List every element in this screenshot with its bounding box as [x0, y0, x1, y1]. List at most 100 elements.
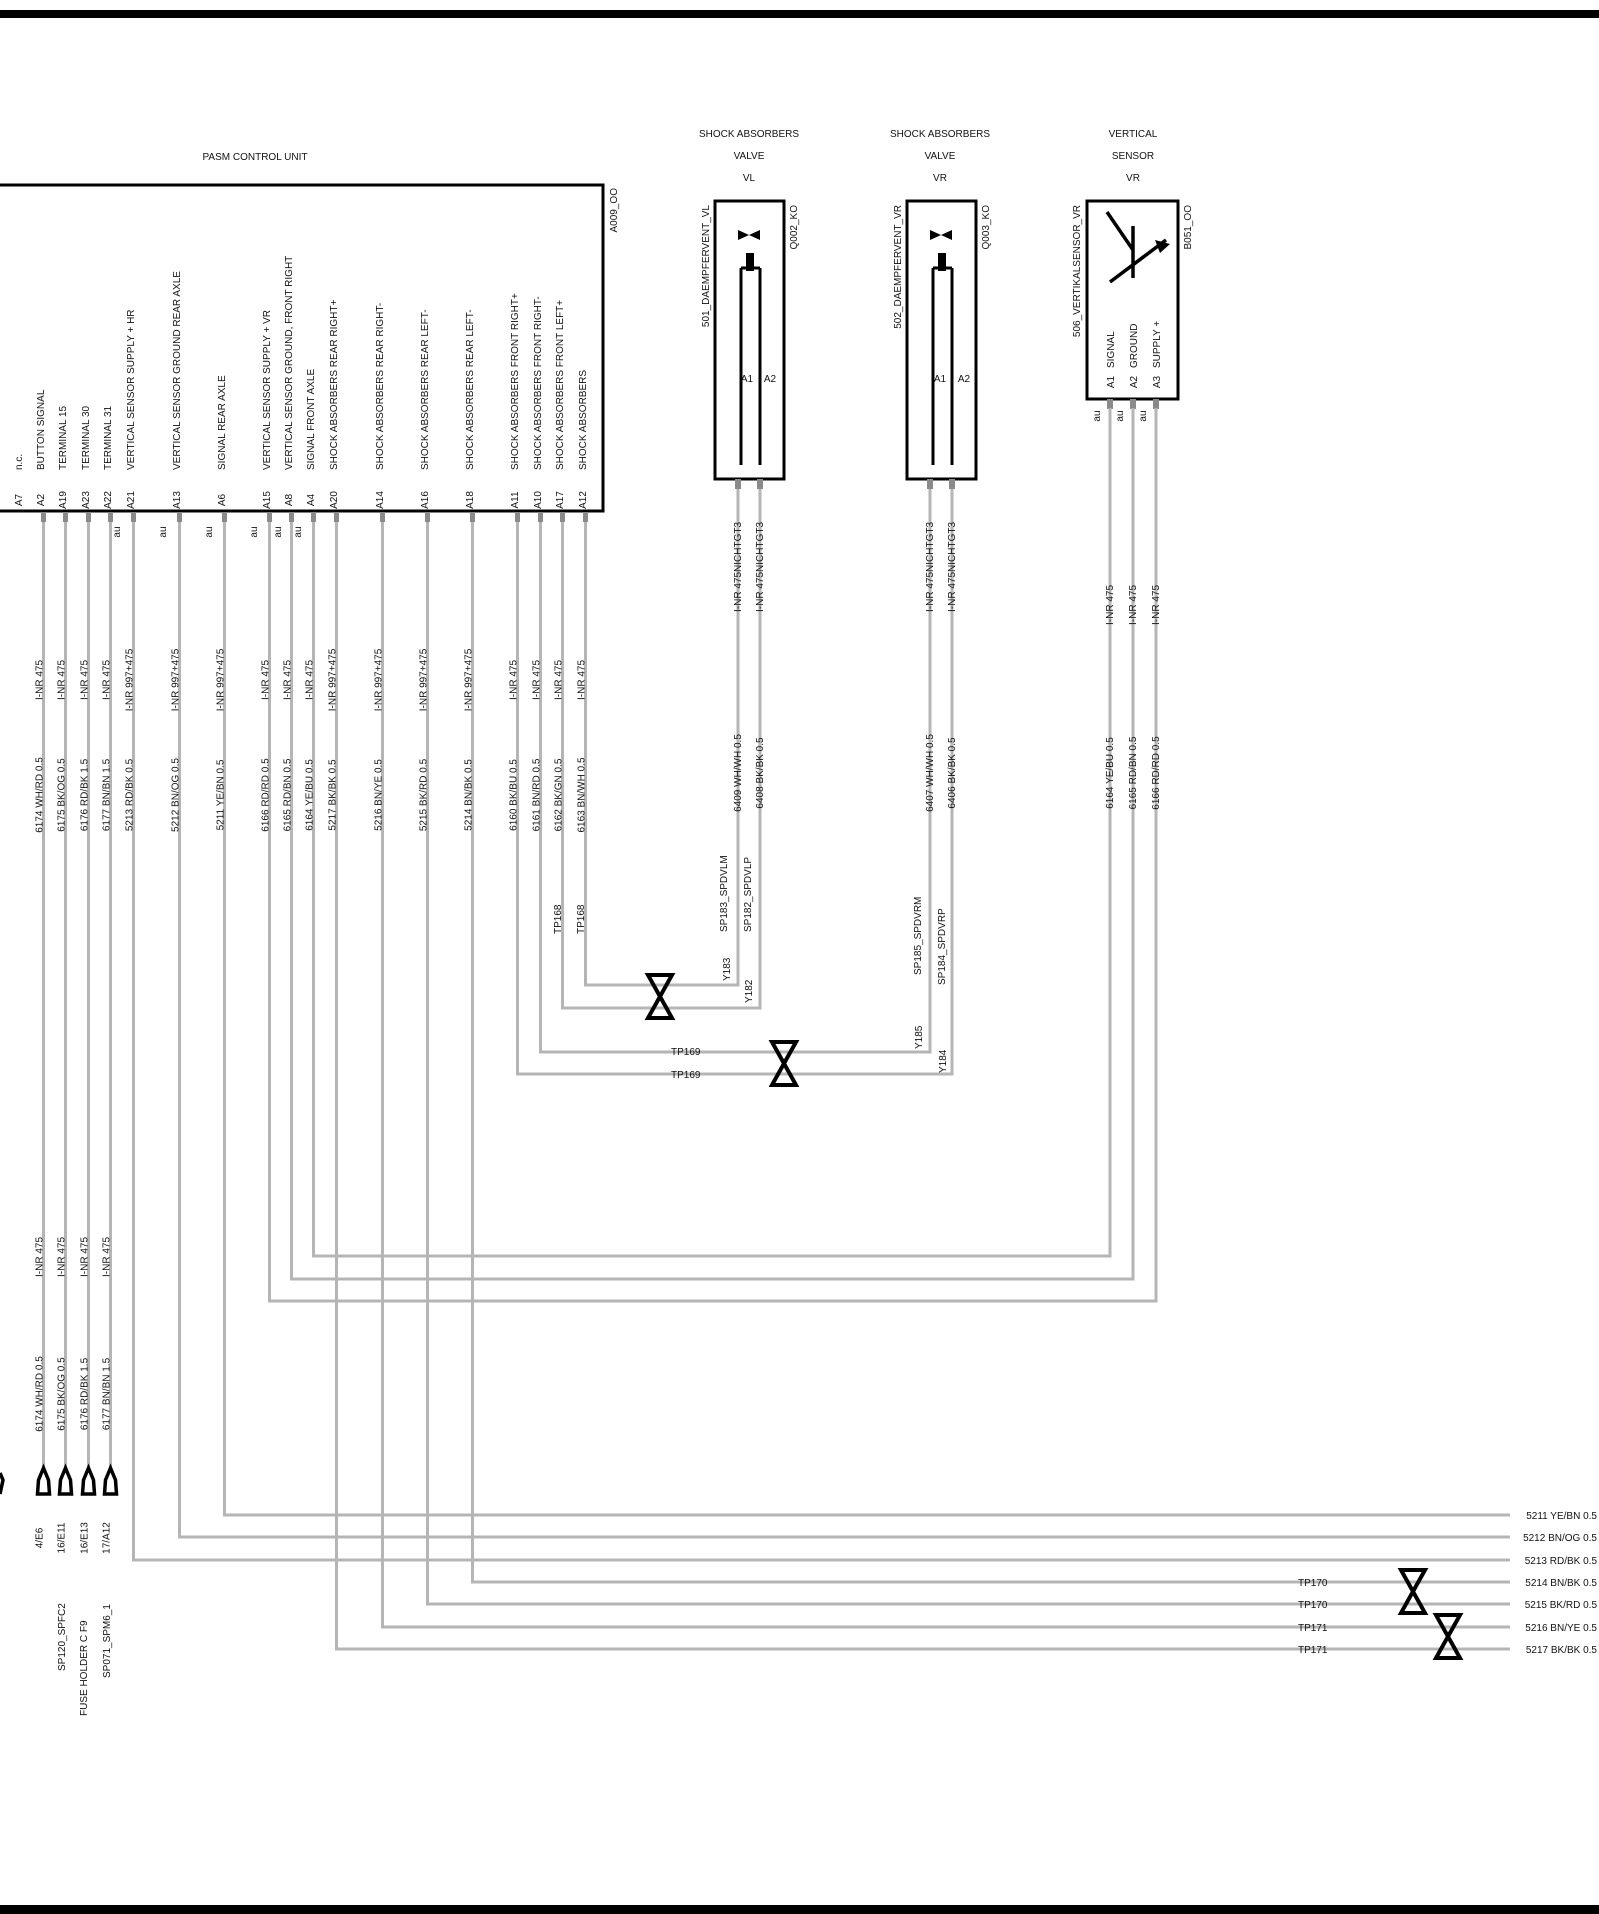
wire-5212: [178, 522, 1510, 1539]
sensor-title-3: VR: [1126, 173, 1140, 184]
pasm-pin-A8: A8: [284, 493, 295, 506]
wire-label-6160: 6160 BK/BU 0.5: [509, 759, 520, 831]
wire-label-5215: 5215 BK/RD 0.5: [419, 758, 430, 831]
lower-connector-names: SP120_SPFC2 FUSE HOLDER C F9 SP071_SPM6_…: [57, 1603, 113, 1716]
lower-inr-3: I-NR 475: [102, 1237, 113, 1277]
y184-label: Y184: [938, 1049, 949, 1073]
wire-6165: [290, 408, 1135, 1281]
pasm-control-unit: PASM CONTROL UNIT A009_OO A7n.c.A2BUTTON…: [0, 152, 620, 538]
valve-vr: SHOCK ABSORBERS VALVE VR 502_DAEMPFERVEN…: [890, 129, 992, 481]
pasm-pin-A4: A4: [306, 493, 317, 506]
wire-label-6164: 6164 YE/BU 0.5: [305, 759, 316, 831]
valve-vl-pin-a1: A1: [741, 374, 754, 385]
right-wire-label-2: 5213 RD/BK 0.5: [1525, 1556, 1598, 1567]
wire-label-6407: 6407 WH/WH 0.5: [925, 734, 936, 812]
valve-pin-terminal: [949, 479, 955, 489]
wire-inr-6164s: I-NR 475: [1105, 585, 1116, 625]
pasm-pin-terminal: [131, 512, 136, 522]
wire-inr-5212: I-NR 997+475: [171, 648, 182, 711]
pasm-pin-label-A8: VERTICAL SENSOR GROUND, FRONT RIGHT: [284, 256, 295, 470]
wire-6160: [516, 488, 954, 1076]
sensor-pin-label-A1: SIGNAL: [1106, 331, 1117, 368]
wire-5213: [132, 522, 1510, 1562]
tp168-label-a: TP168: [553, 904, 564, 934]
wire-label-6163: 6163 BN/WH 0.5: [577, 757, 588, 832]
wire-inr-6161: I-NR 475: [532, 660, 543, 700]
wire-inr-6174: I-NR 475: [35, 660, 46, 700]
wire-label-5212: 5212 BN/OG 0.5: [171, 758, 182, 832]
pasm-title: PASM CONTROL UNIT: [202, 152, 307, 163]
pasm-pin-terminal: [177, 512, 182, 522]
sensor-pin-label-A3: SUPPLY +: [1152, 321, 1163, 368]
wire-5214: [471, 522, 1510, 1584]
pasm-pin-label-A12: SHOCK ABSORBERS: [578, 370, 589, 470]
pasm-pin-A16: A16: [420, 491, 431, 509]
au-marker: au: [273, 526, 284, 537]
wire-5216: [381, 522, 1510, 1629]
valve-vr-pin-a1: A1: [934, 374, 947, 385]
sensor-pin-terminal: [1130, 399, 1136, 409]
bottom-border: [0, 1905, 1599, 1914]
splice-icon-rear-left: [1397, 1568, 1429, 1615]
sp071-label: SP071_SPM6_1: [102, 1604, 113, 1678]
wire-label-6166s: 6166 RD/RD 0.5: [1151, 736, 1162, 810]
valve-vl-title-1: SHOCK ABSORBERS: [699, 129, 799, 140]
wire-inr-6165s: I-NR 475: [1128, 585, 1139, 625]
connector-icon: [102, 1463, 119, 1496]
lower-ref-0: 4/E6: [35, 1527, 46, 1548]
pasm-pin-terminal: [425, 512, 430, 522]
valve-pin-terminal: [735, 479, 741, 489]
y183-label: Y183: [722, 957, 733, 981]
sensor-pin-terminal: [1107, 399, 1113, 409]
tp171-label-b: TP171: [1298, 1645, 1328, 1656]
pasm-pin-label-A16: SHOCK ABSORBERS REAR LEFT-: [420, 309, 431, 470]
au-marker: au: [204, 526, 215, 537]
wire-inr-6175: I-NR 475: [57, 660, 68, 700]
lower-label-3: 6177 BN/BN 1.5: [102, 1357, 113, 1430]
wire-6164: [312, 408, 1112, 1258]
fuse-holder-label: FUSE HOLDER C F9: [79, 1620, 90, 1716]
lower-inr-1: I-NR 475: [57, 1237, 68, 1277]
wire-inr-6162: I-NR 475: [554, 660, 565, 700]
tp168-label-b: TP168: [576, 904, 587, 934]
wire-inr-6177: I-NR 475: [102, 660, 113, 700]
pasm-pin-terminal: [334, 512, 339, 522]
valve-vr-symbol-icon: [930, 230, 954, 465]
pasm-pin-terminal: [86, 512, 91, 522]
pasm-pin-label-A11: SHOCK ABSORBERS FRONT RIGHT+: [510, 293, 521, 470]
pasm-pin-label-A7: n.c.: [14, 454, 25, 470]
wire-label-6176: 6176 RD/BK 1.5: [80, 758, 91, 831]
pasm-pin-label-A14: SHOCK ABSORBERS REAR RIGHT-: [375, 303, 386, 470]
pasm-pin-A13: A13: [172, 491, 183, 509]
pasm-pin-label-A4: SIGNAL FRONT AXLE: [306, 369, 317, 470]
right-wire-label-3: 5214 BN/BK 0.5: [1525, 1578, 1597, 1589]
wire-inr-6407: I-NR 475NICHTGT3: [925, 522, 936, 612]
pasm-pin-label-A15: VERTICAL SENSOR SUPPLY + VR: [262, 310, 273, 470]
au-marker: au: [249, 526, 260, 537]
lower-ref-2: 16/E13: [80, 1522, 91, 1554]
wire-label-5214: 5214 BN/BK 0.5: [464, 759, 475, 831]
valve-vl-code: Q002_KO: [789, 205, 800, 250]
sp184-label: SP184_SPDVRP: [937, 908, 948, 985]
pasm-pin-label-A18: SHOCK ABSORBERS REAR LEFT-: [465, 309, 476, 470]
pasm-pin-A7: A7: [14, 493, 25, 506]
sp183-label: SP183_SPDVLM: [719, 855, 730, 932]
tp171-label-a: TP171: [1298, 1623, 1328, 1634]
wire-label-5217: 5217 BK/BK 0.5: [328, 759, 339, 831]
pasm-pin-label-A17: SHOCK ABSORBERS FRONT LEFT+: [555, 300, 566, 470]
lower-label-2: 6176 RD/BK 1.5: [80, 1357, 91, 1430]
pasm-pin-A20: A20: [329, 491, 340, 509]
pasm-pin-label-A23: TERMINAL 30: [81, 405, 92, 470]
splice-icon-vr: [768, 1040, 800, 1087]
pasm-pin-A15: A15: [262, 491, 273, 509]
wire-label-6165: 6165 RD/BN 0.5: [283, 758, 294, 831]
pasm-pin-terminal: [289, 512, 294, 522]
sensor-name: 506_VERTIKALSENSOR_VR: [1072, 205, 1083, 337]
pasm-pin-A14: A14: [375, 491, 386, 509]
wire-inr-6164: I-NR 475: [305, 660, 316, 700]
valve-vr-title-1: SHOCK ABSORBERS: [890, 129, 990, 140]
sensor-title-2: SENSOR: [1112, 151, 1154, 162]
